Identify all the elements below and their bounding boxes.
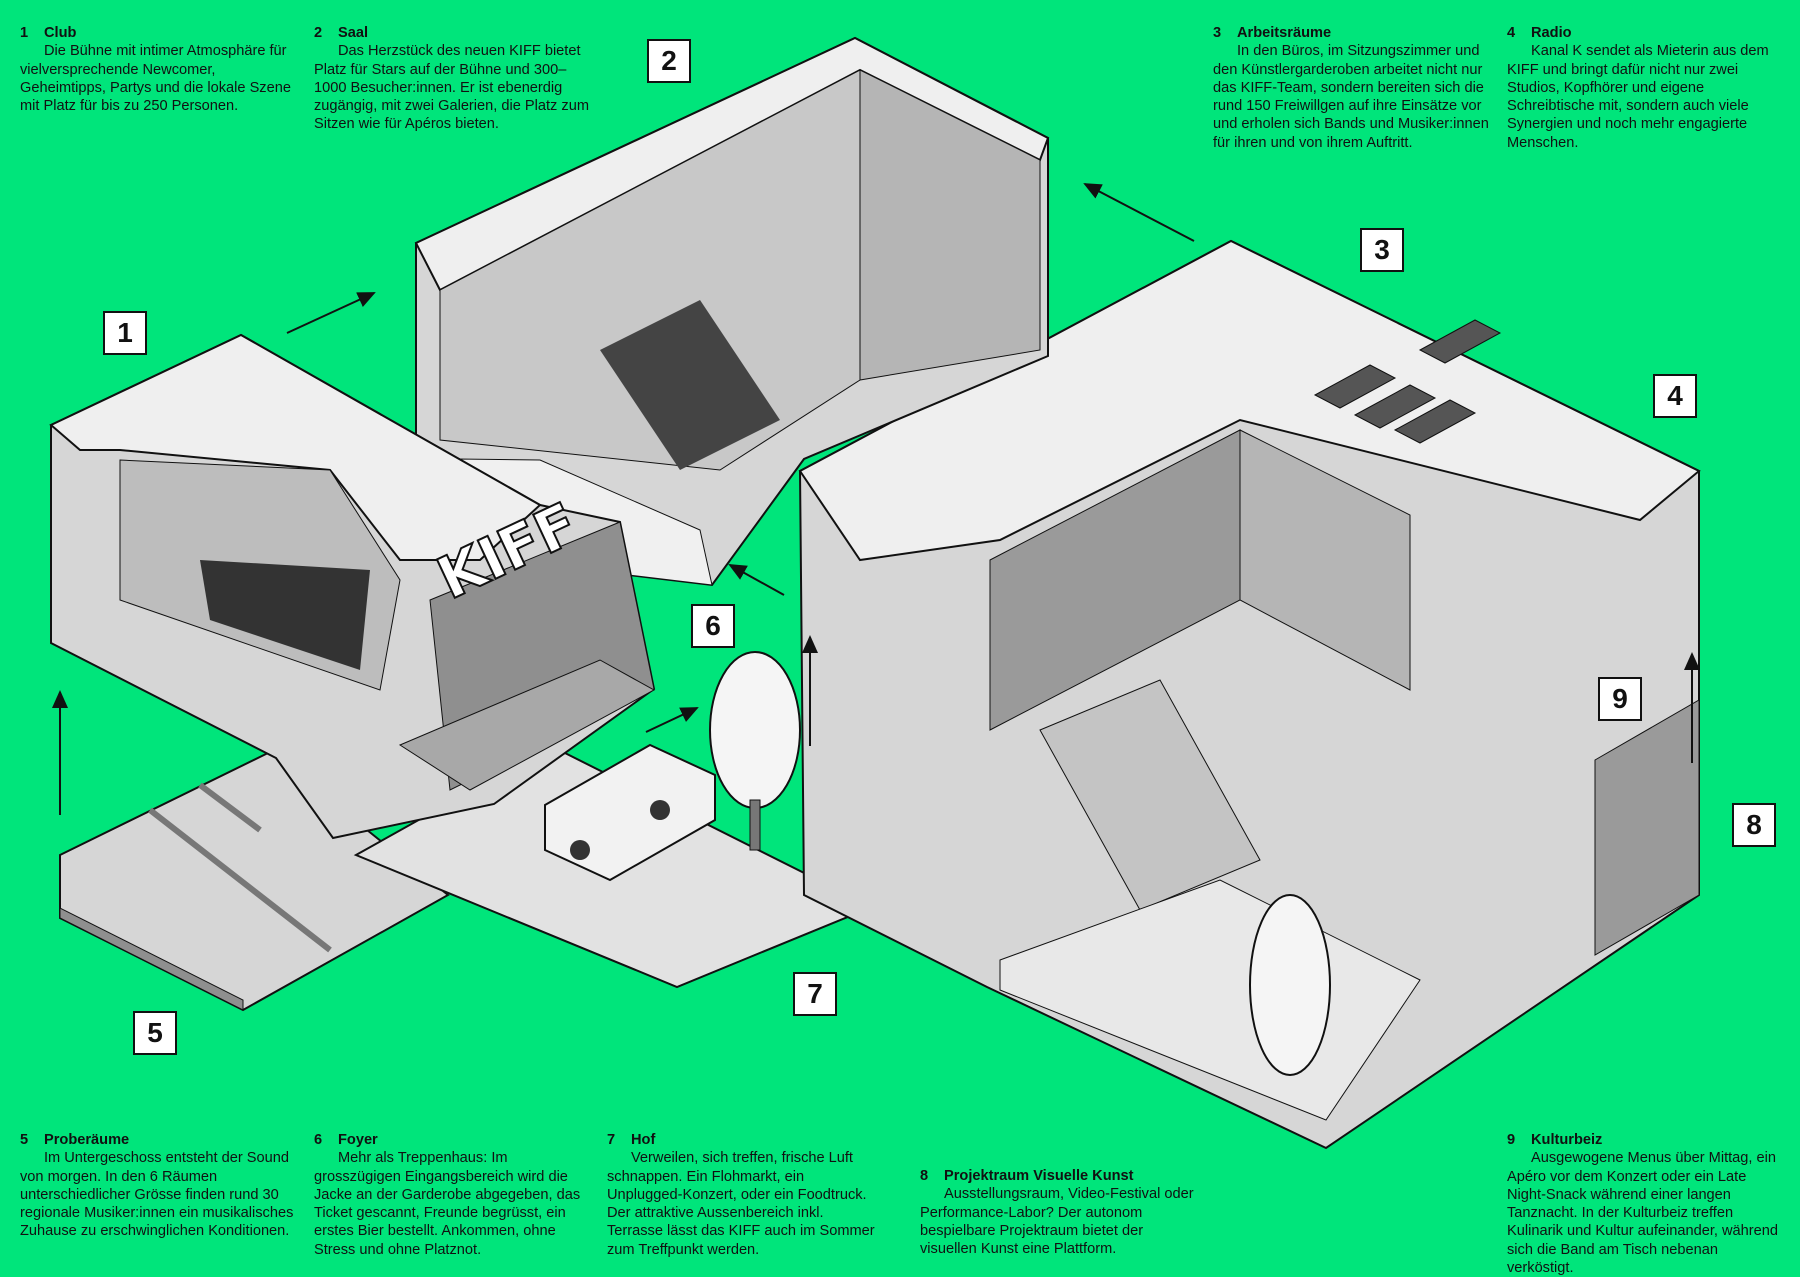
section-foyer: 6 Foyer Mehr als Treppenhaus: Im grosszüg… [314, 1131, 589, 1259]
section-radio: 4 Radio Kanal K sendet als Mieterin aus d… [1507, 24, 1787, 152]
marker-1: 1 [103, 311, 147, 355]
section-text: Die Bühne mit intimer Atmosphäre für vie… [20, 43, 291, 115]
marker-4: 4 [1653, 374, 1697, 418]
section-title: Projektraum Visuelle Kunst [944, 1168, 1134, 1184]
right-building [798, 239, 1701, 1150]
marker-3: 3 [1360, 228, 1404, 272]
marker-9: 9 [1598, 677, 1642, 721]
arrow-arbeitsraeume [1083, 183, 1195, 242]
pointer-arrows [52, 183, 1700, 815]
section-kulturbeiz: 9 Kulturbeiz Ausgewogene Menus über Mitta… [1507, 1131, 1787, 1277]
section-title: Proberäume [44, 1132, 130, 1148]
section-text: Im Untergeschoss entsteht der Sound von … [20, 1150, 294, 1240]
section-text: Verweilen, sich treffen, frische Luft sc… [607, 1150, 875, 1258]
section-title: Arbeitsräume [1237, 25, 1332, 41]
section-title: Kulturbeiz [1531, 1132, 1603, 1148]
section-text: Ausstellungsraum, Video-Festival oder Pe… [920, 1186, 1194, 1258]
arrow-foyer [728, 564, 785, 596]
section-text: Das Herzstück des neuen KIFF bietet Plat… [314, 43, 589, 133]
section-club: 1 Club Die Bühne mit intimer Atmosphäre f… [20, 24, 305, 115]
section-text: In den Büros, im Sitzungszimmer und den … [1213, 43, 1489, 151]
marker-2: 2 [647, 39, 691, 83]
arrow-hof [645, 707, 699, 733]
section-text: Mehr als Treppenhaus: Im grosszügigen Ei… [314, 1150, 581, 1258]
section-text: Ausgewogene Menus über Mittag, ein Apéro… [1507, 1150, 1778, 1277]
section-number: 9 [1507, 1132, 1516, 1148]
marker-7: 7 [793, 972, 837, 1016]
section-arbeitsraeume: 3 Arbeitsräume In den Büros, im Sitzungsz… [1213, 24, 1498, 152]
section-title: Hof [631, 1132, 656, 1148]
section-title: Saal [338, 25, 369, 41]
section-saal: 2 Saal Das Herzstück des neuen KIFF biete… [314, 24, 589, 134]
proberaeume-basement [59, 750, 450, 1012]
section-number: 5 [20, 1132, 29, 1148]
marker-5: 5 [133, 1011, 177, 1055]
section-number: 2 [314, 25, 323, 41]
section-number: 6 [314, 1132, 323, 1148]
section-number: 3 [1213, 25, 1222, 41]
section-number: 7 [607, 1132, 616, 1148]
tree [709, 651, 801, 851]
section-title: Radio [1531, 25, 1572, 41]
marker-6: 6 [691, 604, 735, 648]
club-building: KIFF [49, 333, 656, 840]
section-title: Foyer [338, 1132, 378, 1148]
section-projektraum: 8 Projektraum Visuelle Kunst Ausstellungs… [920, 1167, 1200, 1258]
section-text: Kanal K sendet als Mieterin aus dem KIFF… [1507, 43, 1769, 151]
section-number: 4 [1507, 25, 1516, 41]
section-number: 1 [20, 25, 29, 41]
arrow-saal [286, 292, 376, 334]
section-number: 8 [920, 1168, 929, 1184]
section-hof: 7 Hof Verweilen, sich treffen, frische Lu… [607, 1131, 882, 1259]
foodtruck [544, 743, 716, 882]
section-title: Club [44, 25, 77, 41]
section-proberaeume: 5 Proberäume Im Untergeschoss entsteht de… [20, 1131, 295, 1241]
marker-8: 8 [1732, 803, 1776, 847]
